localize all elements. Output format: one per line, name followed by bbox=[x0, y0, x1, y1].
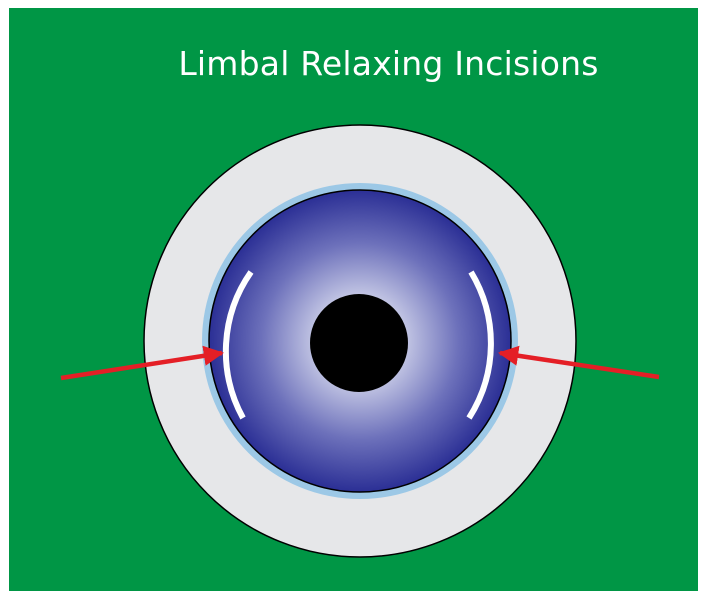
diagram-title: Limbal Relaxing Incisions bbox=[0, 44, 707, 83]
pupil bbox=[310, 294, 408, 392]
